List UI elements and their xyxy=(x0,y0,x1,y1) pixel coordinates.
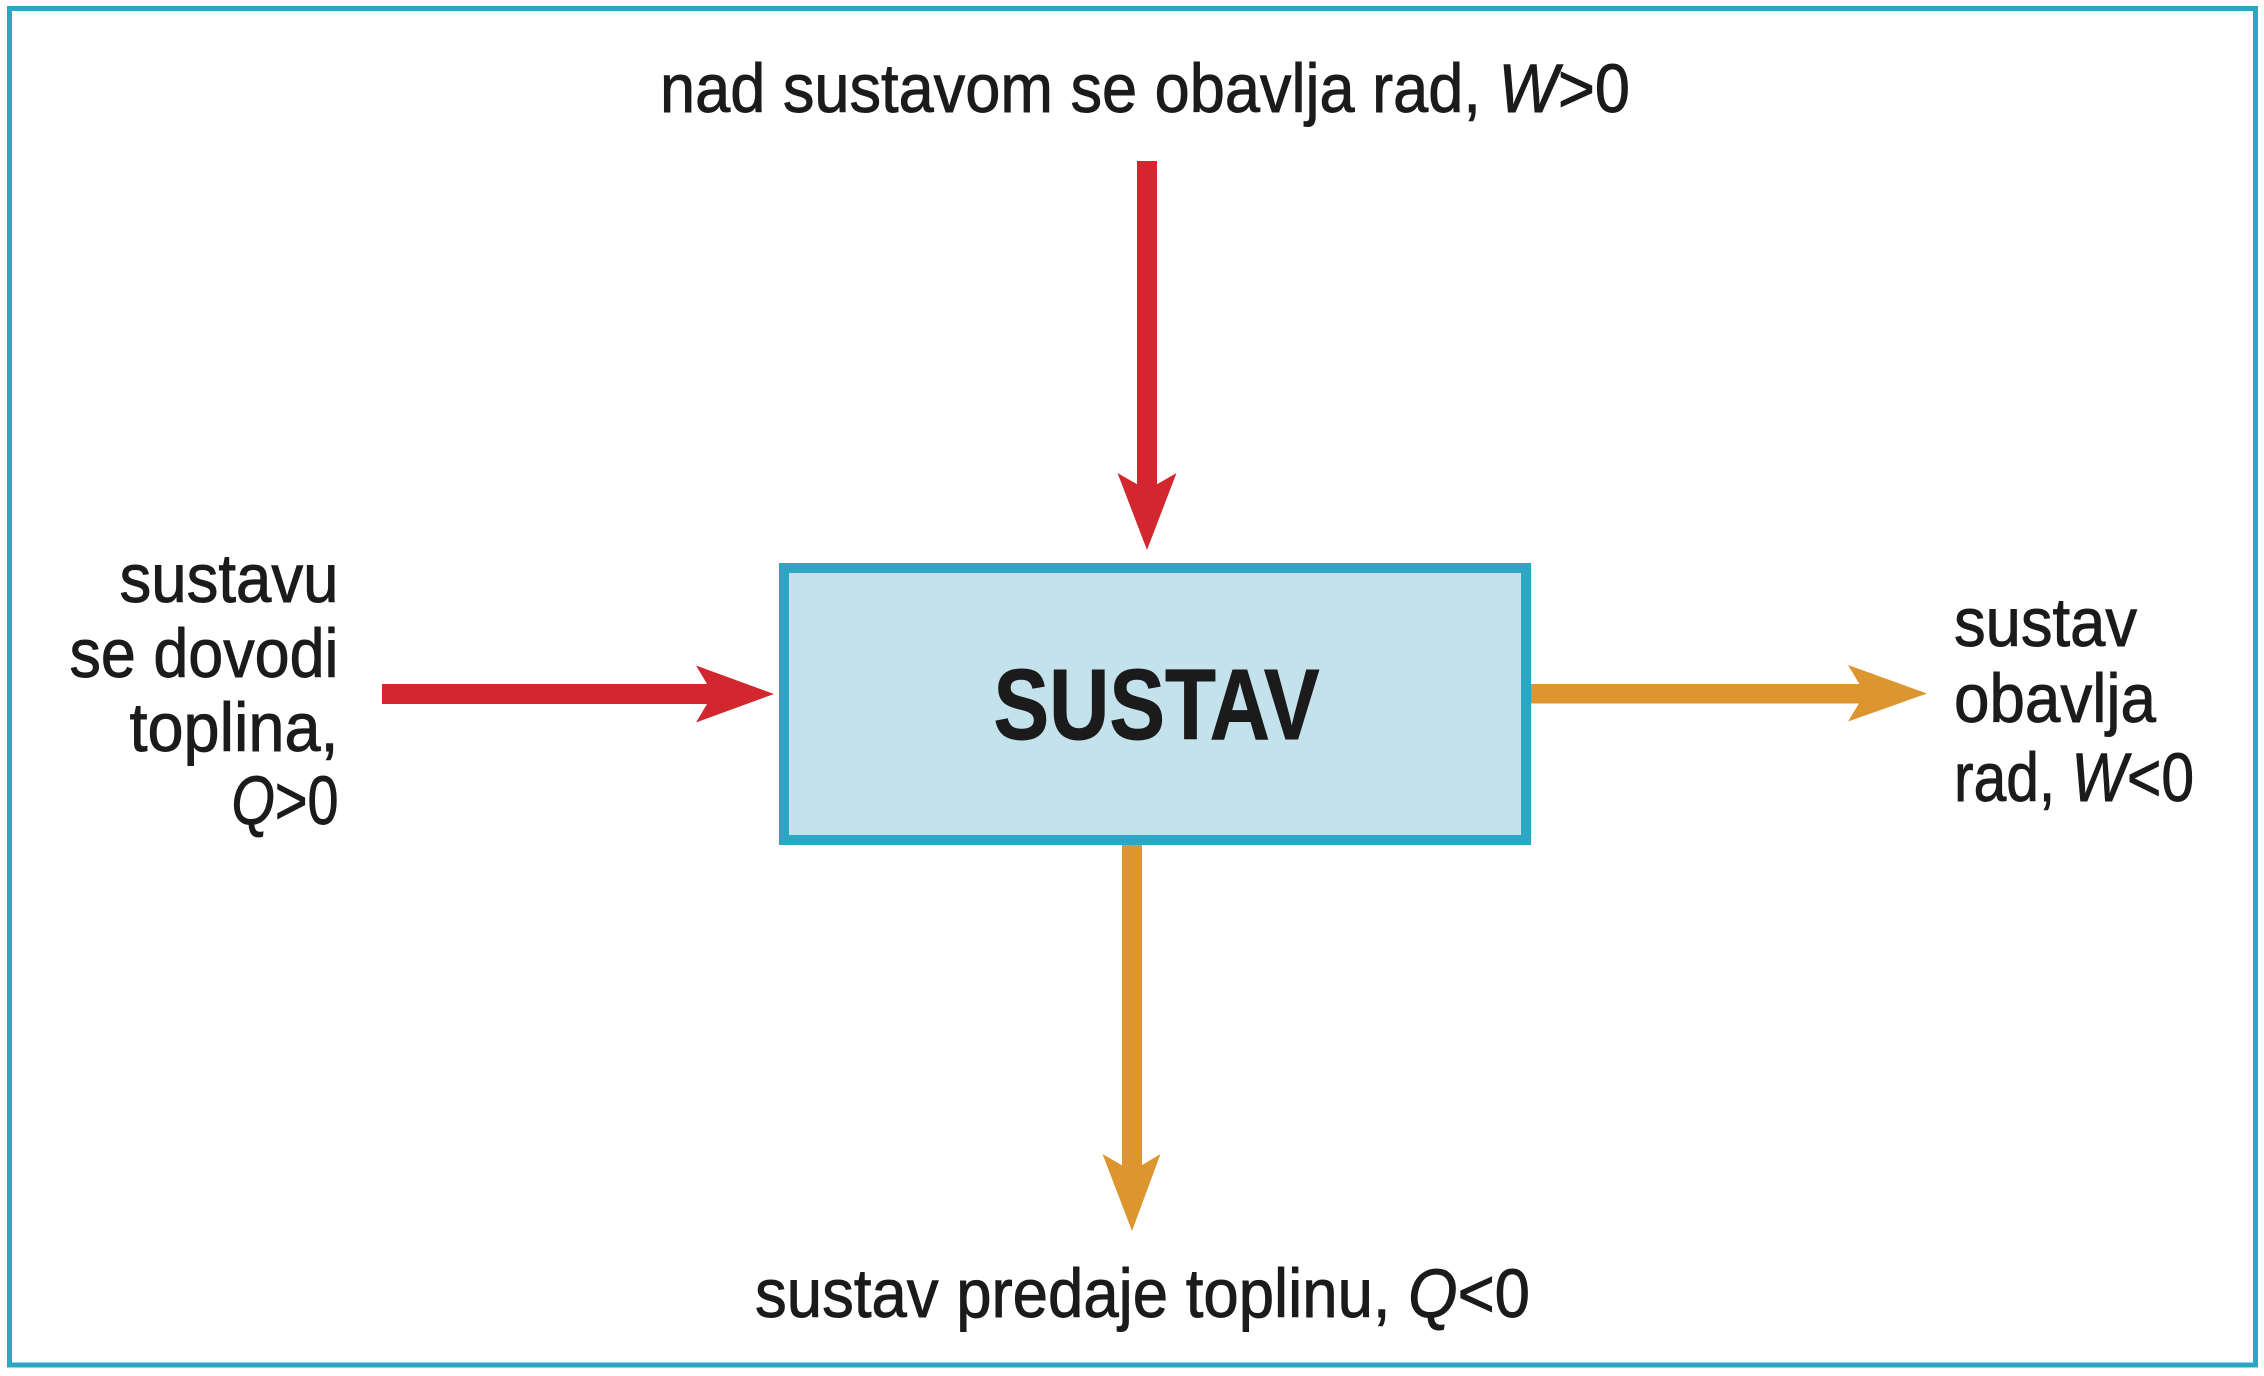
svg-text:obavlja: obavlja xyxy=(1954,660,2157,737)
svg-text:sustav: sustav xyxy=(1954,584,2137,661)
svg-text:Q>0: Q>0 xyxy=(232,762,339,839)
svg-text:sustavu: sustavu xyxy=(120,540,339,617)
svg-text:SUSTAV: SUSTAV xyxy=(994,649,1320,761)
svg-text:se dovodi: se dovodi xyxy=(70,615,339,692)
svg-text:sustav predaje toplinu, Q<0: sustav predaje toplinu, Q<0 xyxy=(755,1255,1530,1332)
svg-text:toplina,: toplina, xyxy=(130,689,339,766)
svg-text:rad, W<0: rad, W<0 xyxy=(1954,739,2194,816)
svg-text:nad sustavom se obavlja rad, W: nad sustavom se obavlja rad, W>0 xyxy=(660,50,1630,127)
